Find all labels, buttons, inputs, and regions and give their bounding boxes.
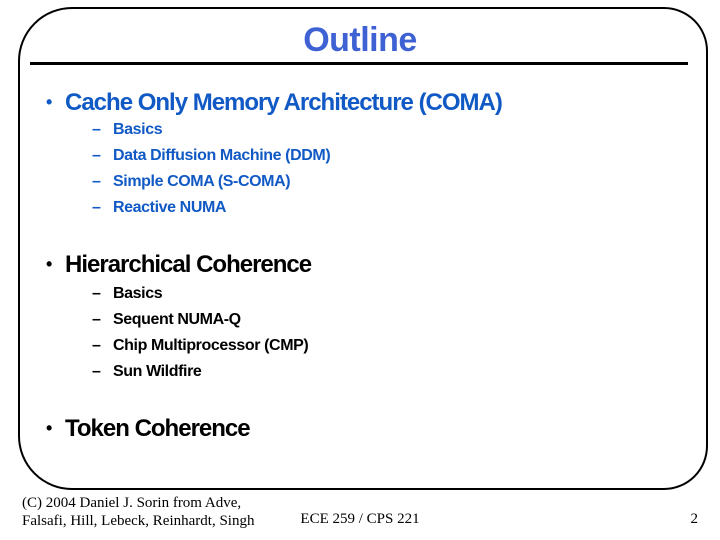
list-item: –Reactive NUMA	[92, 195, 330, 221]
dash-bullet-icon: –	[92, 147, 101, 164]
list-item: –Simple COMA (S-COMA)	[92, 169, 330, 195]
section-title: Cache Only Memory Architecture (COMA)	[65, 89, 503, 116]
hierarchical-coherence-subtopic-list: –Basics –Sequent NUMA-Q –Chip Multiproce…	[92, 281, 309, 385]
list-item-label: Sequent NUMA-Q	[113, 311, 241, 328]
coma-subtopic-list: –Basics –Data Diffusion Machine (DDM) –S…	[92, 117, 331, 221]
dash-bullet-icon: –	[92, 337, 101, 354]
footer-attribution-line1: (C) 2004 Daniel J. Sorin from Adve,	[22, 495, 242, 511]
list-item-label: Data Diffusion Machine (DDM)	[113, 147, 331, 164]
list-item-label: Basics	[113, 121, 163, 138]
list-item: –Basics	[92, 117, 330, 143]
footer-course-label: ECE 259 / CPS 221	[300, 511, 420, 527]
dash-bullet-icon: –	[92, 173, 101, 190]
footer-attribution-line2: Falsafi, Hill, Lebeck, Reinhardt, Singh	[22, 512, 255, 529]
bullet-icon: •	[46, 418, 53, 438]
list-item-label: Sun Wildfire	[113, 363, 202, 380]
section-heading-token-coherence: • Token Coherence	[46, 413, 251, 444]
list-item: –Chip Multiprocessor (CMP)	[92, 333, 309, 359]
section-title: Hierarchical Coherence	[65, 251, 312, 278]
footer-attribution: (C) 2004 Daniel J. Sorin from Adve, Fals…	[22, 495, 254, 530]
list-item-label: Simple COMA (S-COMA)	[113, 173, 291, 190]
slide-title: Outline	[303, 21, 417, 59]
section-title: Token Coherence	[65, 415, 251, 442]
bullet-icon: •	[46, 92, 53, 112]
slide-border-frame	[18, 7, 708, 490]
dash-bullet-icon: –	[92, 121, 101, 138]
list-item-label: Reactive NUMA	[113, 199, 227, 216]
list-item: –Data Diffusion Machine (DDM)	[92, 143, 331, 169]
dash-bullet-icon: –	[92, 311, 101, 328]
list-item: –Sun Wildfire	[92, 359, 308, 385]
page-number: 2	[690, 511, 699, 527]
section-heading-hierarchical-coherence: • Hierarchical Coherence	[46, 249, 312, 280]
list-item-label: Basics	[113, 285, 163, 302]
dash-bullet-icon: –	[92, 285, 101, 302]
title-divider-line	[30, 62, 688, 65]
section-heading-coma: • Cache Only Memory Architecture (COMA)	[46, 87, 503, 118]
bullet-icon: •	[46, 254, 53, 274]
list-item-label: Chip Multiprocessor (CMP)	[113, 337, 309, 354]
list-item: –Basics	[92, 281, 308, 307]
dash-bullet-icon: –	[92, 199, 101, 216]
list-item: –Sequent NUMA-Q	[92, 307, 308, 333]
dash-bullet-icon: –	[92, 363, 101, 380]
